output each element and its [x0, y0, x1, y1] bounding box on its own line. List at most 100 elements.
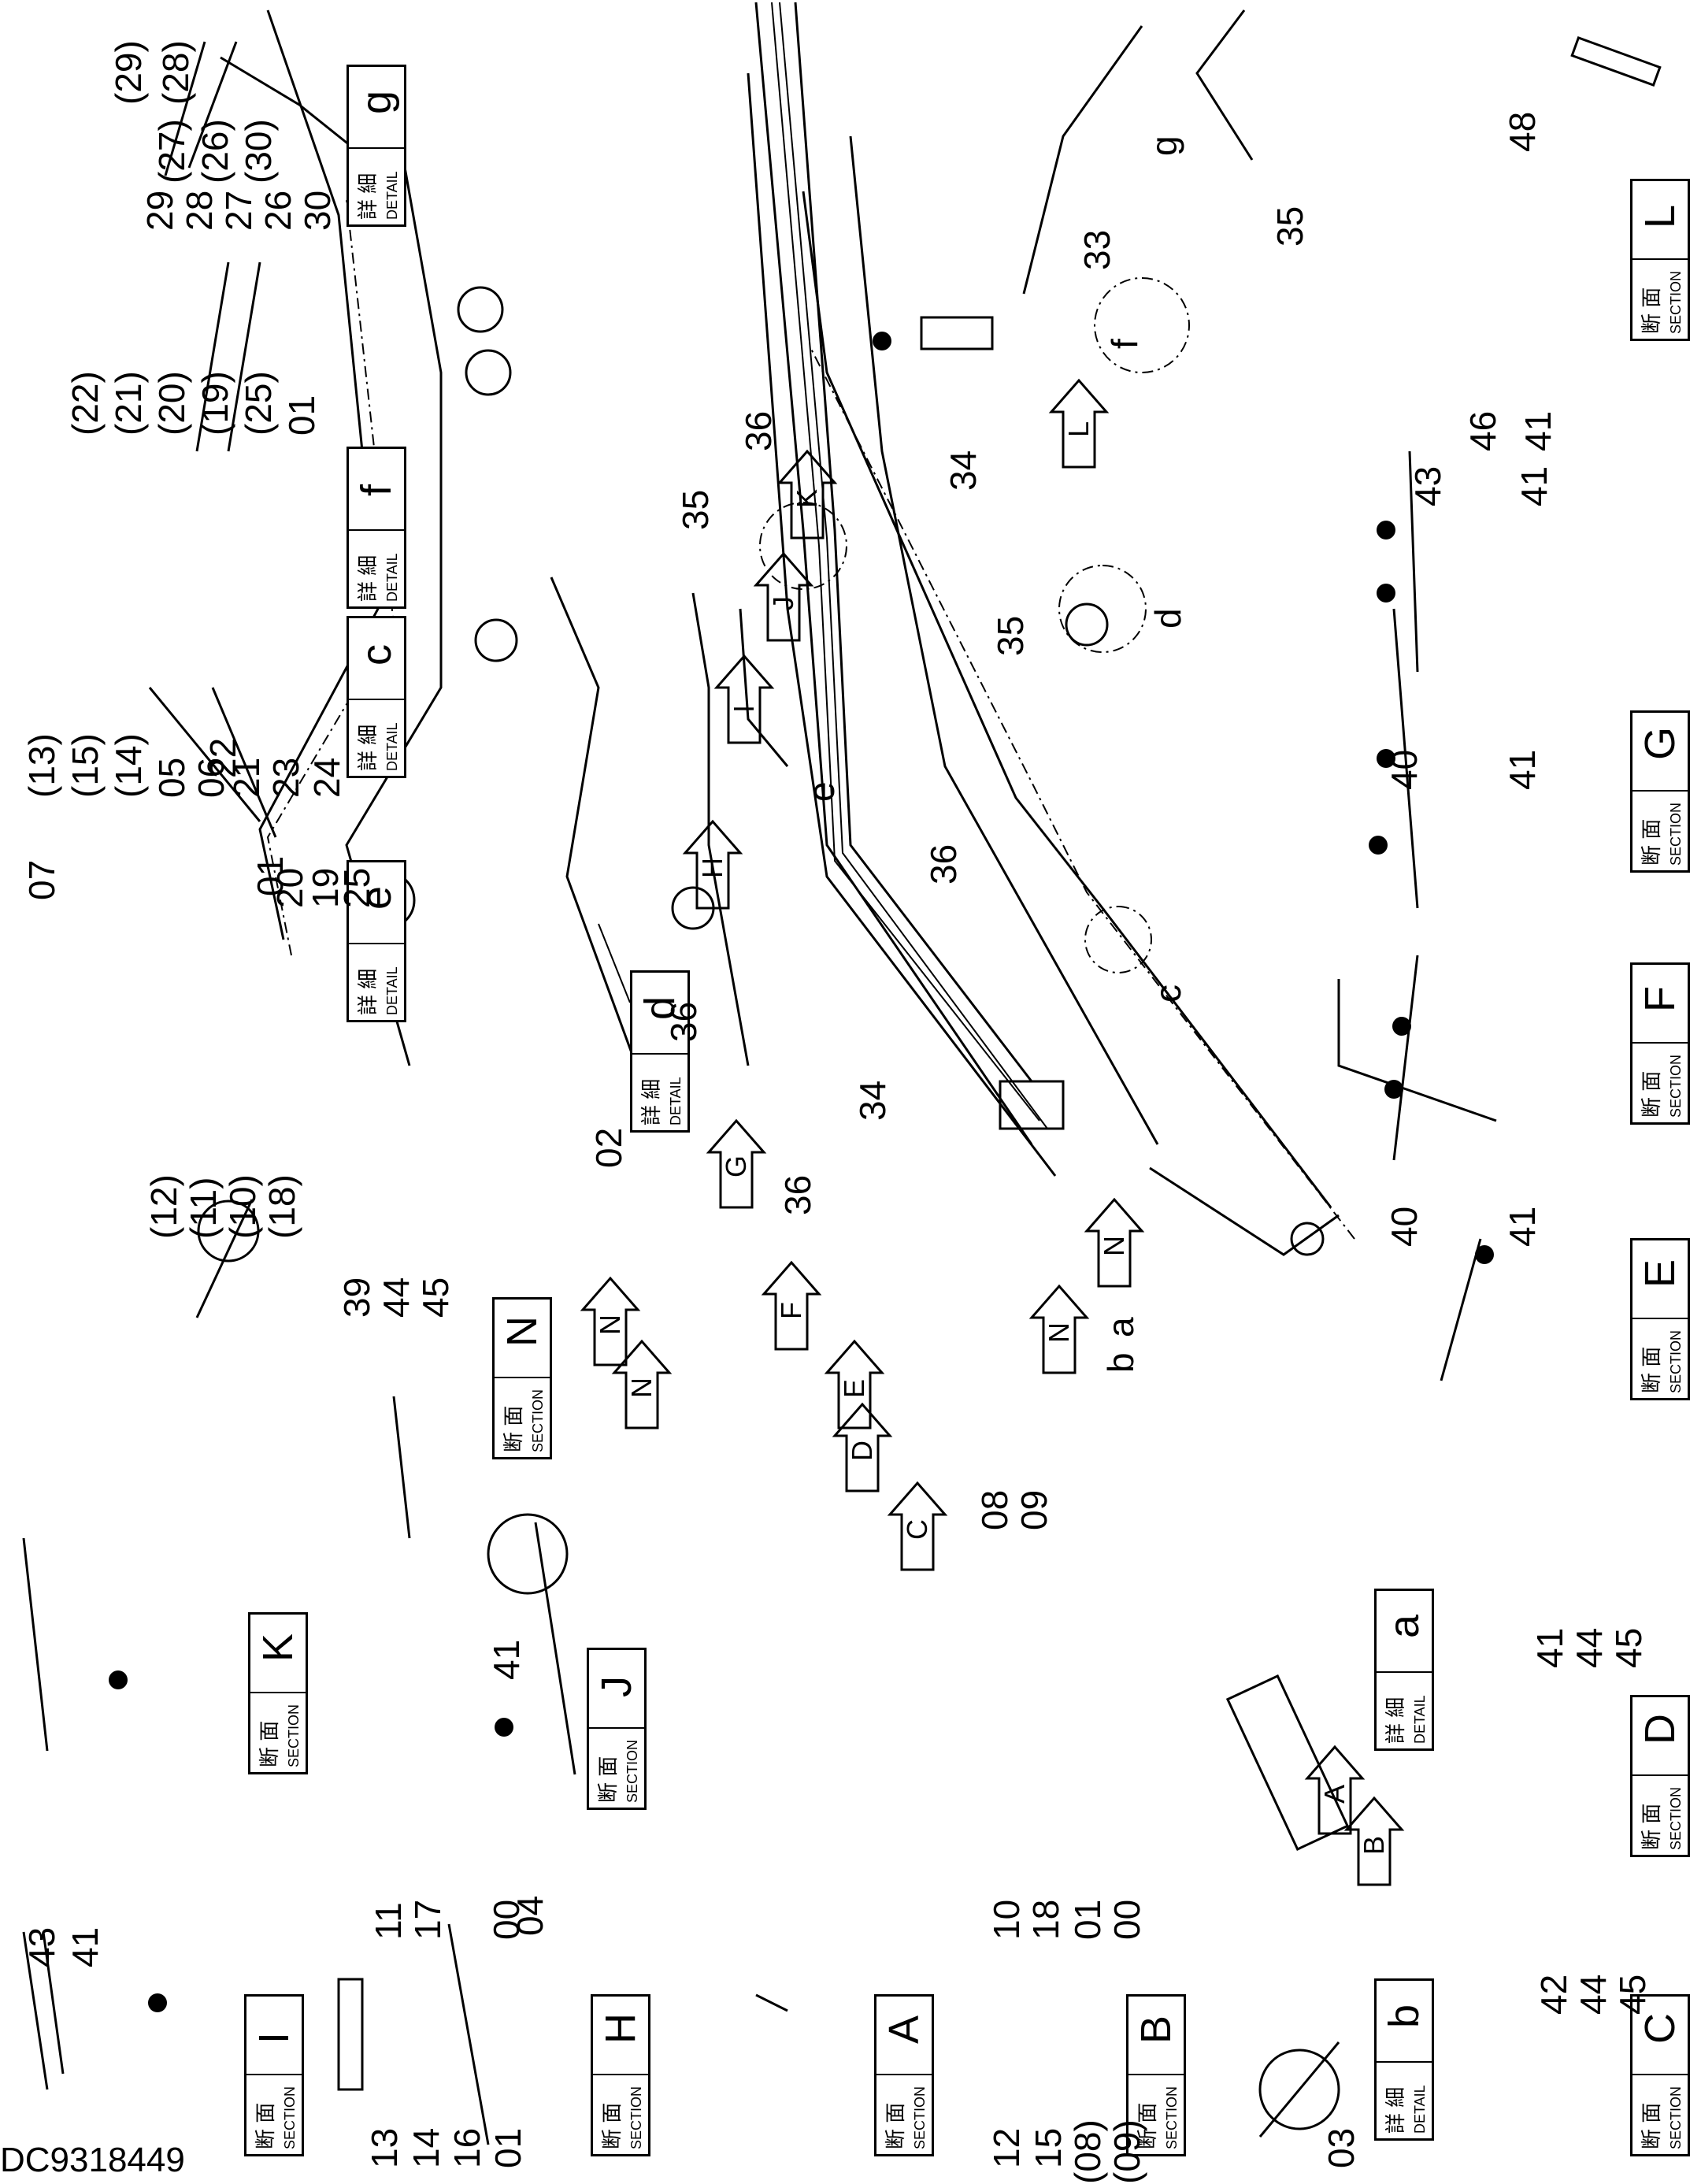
section-en-label: SECTION	[1668, 2086, 1684, 2149]
section-jp-label: 断 面	[1640, 1070, 1663, 1118]
marker-f: f	[1104, 339, 1145, 349]
section-box-k: 断 面 SECTION K	[248, 1612, 308, 1774]
callout-41: 41	[65, 1926, 106, 1967]
detail-letter-a: a	[1380, 1614, 1428, 1638]
callout-19-paren: (19)	[195, 371, 235, 436]
view-arrow-label: C	[901, 1519, 933, 1540]
detail-jp-label: 詳 細	[1384, 2086, 1407, 2134]
section-box-g: 断 面 SECTION G	[1630, 710, 1690, 873]
detail-box-b: 詳 細 DETAIL b	[1374, 1978, 1434, 2141]
view-arrow-i: I	[713, 654, 775, 744]
view-arrow-j: J	[753, 551, 814, 642]
view-arrow-g: G	[706, 1118, 767, 1209]
section-jp-label: 断 面	[1640, 818, 1663, 866]
section-box-e: 断 面 SECTION E	[1630, 1238, 1690, 1400]
callout-26: 26	[258, 190, 298, 231]
section-letter-n: N	[498, 1316, 546, 1347]
callout-36: 36	[663, 1001, 704, 1042]
section-letter-e: E	[1636, 1259, 1684, 1288]
section-en-label: SECTION	[1668, 1786, 1684, 1850]
callout-21-paren: (21)	[108, 371, 149, 436]
section-letter-f: F	[1636, 986, 1684, 1012]
section-box-j: 断 面 SECTION J	[587, 1648, 647, 1810]
detail-jp-label: 詳 細	[356, 554, 380, 602]
section-jp-label: 断 面	[1640, 1346, 1663, 1393]
detail-en-label: DETAIL	[384, 966, 400, 1015]
detail-jp-label: 詳 細	[1384, 1696, 1407, 1744]
view-arrow-n: N	[1084, 1197, 1145, 1288]
view-arrow-label: N	[1043, 1322, 1075, 1343]
section-letter-h: H	[597, 2013, 644, 2044]
callout-01: 01	[1067, 1899, 1108, 1940]
section-jp-label: 断 面	[596, 1756, 620, 1803]
view-arrow-label: H	[696, 858, 728, 878]
boom-assembly-lower	[802, 9, 1497, 1256]
detail-jp-label: 詳 細	[356, 172, 380, 220]
callout-25: 25	[336, 867, 377, 908]
section-jp-label: 断 面	[1640, 2102, 1663, 2149]
detail-en-label: DETAIL	[668, 1077, 684, 1125]
section-en-label: SECTION	[1668, 1054, 1684, 1118]
detail-sketches	[148, 35, 1662, 2138]
view-arrow-label: D	[846, 1441, 878, 1461]
callout-36: 36	[738, 410, 779, 451]
section-en-label: SECTION	[1164, 2086, 1180, 2149]
detail-en-label: DETAIL	[1412, 2085, 1428, 2134]
callout-41: 41	[1529, 1627, 1570, 1668]
callout-35: 35	[1269, 206, 1310, 247]
marker-a: a	[1100, 1317, 1141, 1337]
detail-jp-label: 詳 細	[356, 968, 380, 1015]
callout-08: 08	[974, 1489, 1015, 1530]
section-box-h: 断 面 SECTION H	[591, 1994, 650, 2156]
callout-11-paren: (11)	[183, 1177, 224, 1239]
callout-10-paren: (10)	[222, 1174, 263, 1239]
detail-box-d: 詳 細 DETAIL d	[630, 970, 690, 1133]
callout-43: 43	[21, 1926, 62, 1967]
section-en-label: SECTION	[282, 2086, 298, 2149]
callout-10: 10	[986, 1899, 1027, 1940]
section-letter-j: J	[593, 1676, 640, 1697]
callout-13: 13	[364, 2127, 405, 2168]
callout-14: 14	[406, 2127, 447, 2168]
callout-22: 22	[202, 737, 243, 778]
view-arrow-b: B	[1343, 1796, 1405, 1886]
section-jp-label: 断 面	[1640, 287, 1663, 334]
callout-05: 05	[151, 757, 192, 798]
callout-12: 12	[986, 2127, 1027, 2168]
view-arrow-f: F	[761, 1260, 822, 1351]
view-arrow-n: N	[580, 1276, 641, 1366]
detail-letter-c: c	[353, 644, 400, 666]
view-arrow-d: D	[832, 1402, 893, 1492]
view-arrow-label: G	[720, 1155, 752, 1177]
callout-01: 01	[487, 2127, 528, 2168]
section-en-label: SECTION	[628, 2086, 644, 2149]
callout-42: 42	[1533, 1974, 1574, 2015]
marker-c: c	[1147, 984, 1188, 1003]
callout-44: 44	[376, 1277, 417, 1318]
boom-assembly-middle	[739, 2, 1065, 1177]
callout-41: 41	[486, 1639, 527, 1680]
callout-34: 34	[852, 1080, 893, 1121]
callout-23: 23	[265, 757, 306, 798]
detail-jp-label: 詳 細	[639, 1078, 663, 1125]
view-arrow-n: N	[1028, 1284, 1090, 1374]
section-letter-c: C	[1636, 2013, 1684, 2044]
detail-box-a: 詳 細 DETAIL a	[1374, 1589, 1434, 1751]
callout-41: 41	[1514, 465, 1555, 506]
callout-41: 41	[1502, 749, 1543, 790]
callout-09: 09	[1014, 1489, 1054, 1530]
section-box-i: 断 面 SECTION I	[244, 1994, 304, 2156]
callout-03: 03	[1321, 2127, 1362, 2168]
callout-12-paren: (12)	[143, 1174, 184, 1239]
section-jp-label: 断 面	[884, 2102, 907, 2149]
callout-16: 16	[447, 2127, 487, 2168]
view-arrow-label: K	[791, 488, 823, 508]
section-jp-label: 断 面	[1640, 1803, 1663, 1850]
callout-28-paren: (28)	[155, 40, 196, 105]
callout-44: 44	[1573, 1974, 1614, 2015]
view-arrow-label: I	[728, 704, 760, 713]
callout-13-paren: (13)	[21, 733, 62, 798]
marker-g: g	[1143, 135, 1184, 156]
